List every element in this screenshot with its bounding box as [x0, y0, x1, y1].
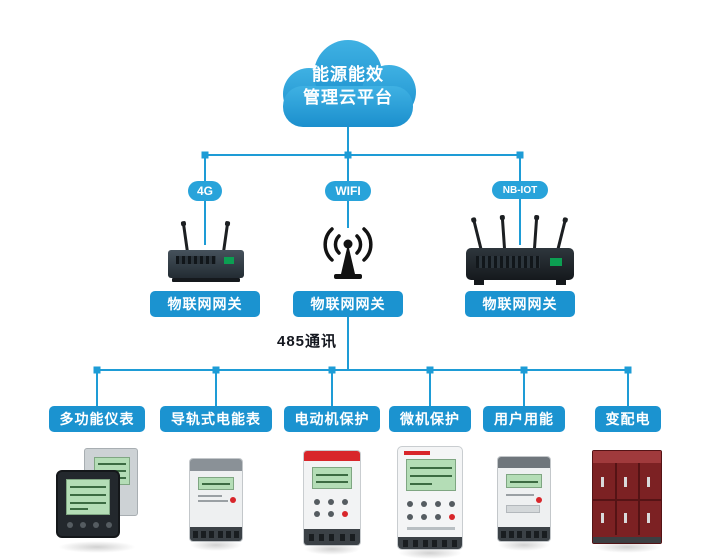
- antenna-icon: [556, 220, 567, 250]
- din-rail-meter-image: [189, 458, 243, 551]
- gateway-label-nbiot: 物联网网关: [465, 291, 575, 317]
- terminal-label-motor-protection: 电动机保护: [284, 406, 380, 432]
- cloud-label-line2: 管理云平台: [303, 87, 393, 107]
- cloud-label-line1: 能源能效: [312, 65, 384, 85]
- badge-4g: 4G: [188, 181, 222, 201]
- cloud-platform: 能源能效 管理云平台: [263, 34, 433, 131]
- gateway-label-wifi: 物联网网关: [293, 291, 403, 317]
- motor-protection-image: [303, 450, 361, 555]
- terminal-label-multifunction-meter: 多功能仪表: [49, 406, 145, 432]
- antenna-icon: [222, 223, 229, 253]
- bus-label-485: 485通讯: [276, 333, 338, 350]
- antenna-icon: [472, 220, 483, 250]
- gateway-nbiot-image: [466, 217, 574, 288]
- terminal-label-din-rail-meter: 导轨式电能表: [160, 406, 272, 432]
- gateway-4g-image: [168, 223, 244, 286]
- terminal-label-micro-protection: 微机保护: [389, 406, 471, 432]
- wifi-antenna-icon: [320, 226, 376, 280]
- antenna-icon: [532, 217, 539, 251]
- micro-protection-image: [397, 446, 463, 559]
- badge-wifi: WIFI: [325, 181, 371, 201]
- terminal-label-power-distribution: 变配电: [595, 406, 661, 432]
- user-energy-meter-image: [497, 456, 551, 551]
- gateway-label-4g: 物联网网关: [150, 291, 260, 317]
- terminal-label-user-energy: 用户用能: [483, 406, 565, 432]
- antenna-icon: [182, 223, 189, 253]
- badge-nbiot: NB-IOT: [492, 181, 548, 199]
- multifunction-meter-image: [56, 448, 138, 553]
- cloud-icon: [283, 40, 416, 127]
- antenna-icon: [500, 217, 507, 251]
- power-distribution-cabinet-image: [592, 450, 662, 553]
